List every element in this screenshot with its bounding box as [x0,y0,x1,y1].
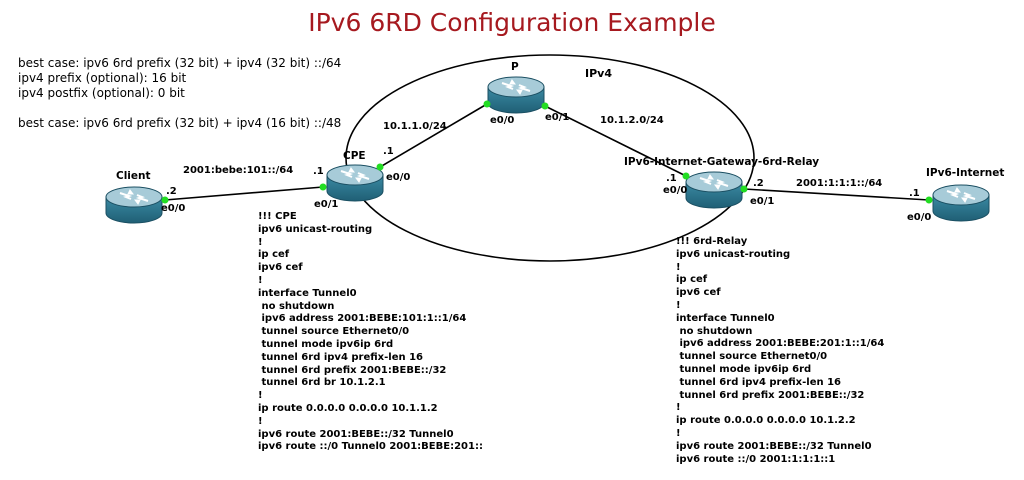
config-line: ipv6 route ::/0 Tunnel0 2001:BEBE:201:: [258,441,483,453]
port-dot [682,172,690,180]
port-dot [161,196,169,204]
port-dot [319,183,327,191]
config-line: ipv6 route ::/0 2001:1:1:1::1 [676,453,836,465]
link-label-relay-internet: 2001:1:1:1::/64 [796,178,883,189]
port-label-relay-e01: e0/1 [750,196,775,207]
router-cpe-icon[interactable] [326,164,384,202]
link-label-p-relay: 10.1.2.0/24 [600,115,664,126]
port-label-relay-dot2: .2 [753,178,764,189]
config-line: ! [258,415,263,427]
port-dot [541,102,549,110]
config-line: ip route 0.0.0.0 0.0.0.0 10.1.1.2 [258,402,438,414]
note-line [18,101,341,116]
port-dot [376,163,384,171]
notes-block: best case: ipv6 6rd prefix (32 bit) + ip… [18,56,341,131]
config-line: ipv6 cef [258,262,303,274]
config-line: interface Tunnel0 [676,312,775,324]
config-line: no shutdown [258,300,335,312]
device-name-relay: IPv6-Internet-Gateway-6rd-Relay [624,156,820,168]
note-line: ipv4 prefix (optional): 16 bit [18,71,187,85]
config-line: ! [258,236,263,248]
link-label-client-cpe: 2001:bebe:101::/64 [183,165,294,176]
config-line: ipv6 unicast-routing [676,248,791,260]
link-p-relay [544,105,687,177]
device-name-internet: IPv6-Internet [926,167,1005,179]
config-line: tunnel 6rd ipv4 prefix-len 16 [676,376,841,388]
note-line: ipv4 postfix (optional): 0 bit [18,86,185,100]
note-line: best case: ipv6 6rd prefix (32 bit) + ip… [18,116,342,130]
port-dot [740,185,748,193]
port-label-p-e01: e0/1 [545,112,570,123]
cpe-config-block: !!! CPE ipv6 unicast-routing ! ip cef ip… [258,211,483,454]
port-label-client-e00: e0/0 [161,203,186,214]
config-line: tunnel source Ethernet0/0 [258,326,410,338]
relay-config-block: !!! 6rd-Relay ipv6 unicast-routing ! ip … [676,236,884,466]
port-label-relay-dot1: .1 [666,173,677,184]
config-line: !!! 6rd-Relay [676,236,748,247]
link-cpe-p [379,103,488,168]
config-line: ! [676,261,681,273]
cloud-label: IPv4 [585,67,612,80]
config-line: tunnel 6rd br 10.1.2.1 [258,377,386,389]
config-line: ip cef [676,274,708,286]
device-name-cpe: CPE [343,150,366,162]
port-label-client-dot2: .2 [166,186,177,197]
config-line: ipv6 address 2001:BEBE:201:1::1/64 [676,338,885,350]
note-line: best case: ipv6 6rd prefix (32 bit) + ip… [18,56,342,70]
router-internet-icon[interactable] [932,184,990,222]
config-line: ip route 0.0.0.0 0.0.0.0 10.1.2.2 [676,415,856,427]
link-client-cpe [164,186,324,201]
config-line: ip cef [258,249,290,261]
port-label-cpe-e01: e0/1 [314,199,339,210]
config-line: no shutdown [676,325,753,337]
config-line: ! [676,299,681,311]
config-line: tunnel mode ipv6ip 6rd [258,338,394,350]
port-label-internet-e00: e0/0 [907,212,932,223]
link-label-p-cpe: 10.1.1.0/24 [383,121,447,132]
config-line: ! [258,390,263,402]
config-line: ipv6 unicast-routing [258,223,373,235]
config-line: ipv6 address 2001:BEBE:101:1::1/64 [258,313,467,325]
port-label-internet-dot1: .1 [909,188,920,199]
config-line: ipv6 route 2001:BEBE::/32 Tunnel0 [258,428,454,440]
config-line: tunnel source Ethernet0/0 [676,351,828,363]
port-label-cpe-dot1-up: .1 [383,146,394,157]
router-relay-icon[interactable] [685,171,743,209]
config-line: ipv6 cef [676,287,721,299]
config-line: tunnel 6rd prefix 2001:BEBE::/32 [258,364,447,376]
port-dot [483,100,491,108]
config-line: ! [258,274,263,286]
port-label-p-e00: e0/0 [490,115,515,126]
config-line: tunnel 6rd prefix 2001:BEBE::/32 [676,389,865,401]
diagram-title: IPv6 6RD Configuration Example [308,8,716,37]
port-label-cpe-e00: e0/0 [386,172,411,183]
port-label-relay-e00: e0/0 [663,185,688,196]
config-line: interface Tunnel0 [258,287,357,299]
device-name-p: P [511,61,519,73]
ipv4-cloud [345,54,755,262]
device-name-client: Client [116,170,151,182]
router-p-icon[interactable] [487,76,545,114]
port-dot [925,196,933,204]
config-line: ! [676,427,681,439]
router-client-icon[interactable] [105,186,163,224]
config-line: tunnel 6rd ipv4 prefix-len 16 [258,351,423,363]
config-line: !!! CPE [258,211,297,222]
config-line: ipv6 route 2001:BEBE::/32 Tunnel0 [676,440,872,452]
config-line: tunnel mode ipv6ip 6rd [676,363,812,375]
port-label-cpe-dot1-left: .1 [313,166,324,177]
config-line: ! [676,402,681,414]
link-relay-internet [743,188,930,201]
